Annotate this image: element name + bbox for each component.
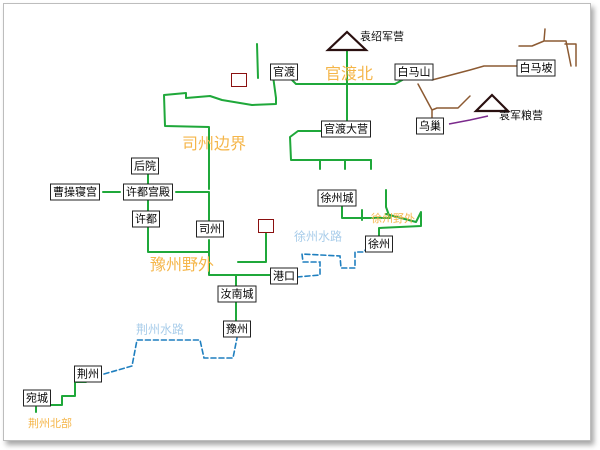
road-baimapo-north — [518, 28, 577, 67]
marker-box-north[interactable] — [231, 73, 247, 87]
road-baimashan-wuchao — [417, 83, 471, 118]
road-dayng-stubs — [319, 159, 372, 170]
label-jingzhou-water: 荆州水路 — [135, 322, 185, 337]
label-yuzhou-wild: 豫州野外 — [149, 255, 215, 274]
node-gangkou[interactable]: 港口 — [270, 267, 298, 285]
road-guandu-baimashan — [289, 77, 407, 85]
waterway-jingzhou — [103, 337, 238, 375]
node-wuchao[interactable]: 乌巢 — [416, 117, 444, 135]
node-guandu-dayng[interactable]: 官渡大营 — [321, 120, 371, 138]
road-houyuan-xudu — [102, 173, 210, 221]
node-wancheng[interactable]: 宛城 — [23, 389, 51, 407]
label-yuan-grain-camp: 袁军粮营 — [499, 109, 543, 122]
label-sizhou-border: 司州边界 — [181, 134, 247, 153]
road-baimashan-baimapo — [431, 65, 519, 81]
yuan-grain-camp-icon[interactable] — [473, 93, 511, 113]
node-baimashan[interactable]: 白马山 — [394, 63, 434, 81]
road-wuchao-supply — [448, 115, 489, 125]
label-jingzhou-north: 荆州北部 — [28, 417, 72, 430]
label-xuzhou-wild: 徐州野外 — [371, 212, 415, 225]
label-yuan-shao-camp: 袁绍军营 — [360, 30, 404, 43]
node-runan[interactable]: 汝南城 — [217, 285, 257, 303]
waterway-xuzhou — [296, 243, 370, 278]
marker-box-south[interactable] — [258, 219, 274, 233]
road-guandu-loop — [163, 75, 277, 190]
yuan-shao-camp-icon[interactable] — [325, 30, 369, 52]
node-xuzhou[interactable]: 徐州 — [365, 235, 393, 253]
node-caocao-qin[interactable]: 曹操寝宫 — [50, 183, 100, 201]
node-xudu[interactable]: 许都 — [132, 210, 160, 228]
label-guandu-north: 官渡北 — [324, 64, 374, 83]
node-baimapo[interactable]: 白马坡 — [516, 59, 556, 77]
node-houyuan[interactable]: 后院 — [131, 157, 159, 175]
node-xuzhou-cheng[interactable]: 徐州城 — [317, 189, 357, 207]
road-guandu-north-stub — [256, 43, 259, 79]
node-guandu[interactable]: 官渡 — [270, 63, 298, 81]
node-xudu-gongdian[interactable]: 许都宫殿 — [123, 183, 173, 201]
node-sizhou[interactable]: 司州 — [196, 220, 224, 238]
node-jingzhou[interactable]: 荆州 — [74, 365, 102, 383]
road-xudu-sizhou — [147, 225, 210, 253]
label-xuzhou-water: 徐州水路 — [293, 229, 343, 244]
road-sizhou-south — [208, 231, 273, 288]
road-xuzhou-cheng — [341, 189, 422, 239]
road-dayng-loop — [289, 130, 372, 161]
node-yuzhou[interactable]: 豫州 — [223, 320, 251, 338]
